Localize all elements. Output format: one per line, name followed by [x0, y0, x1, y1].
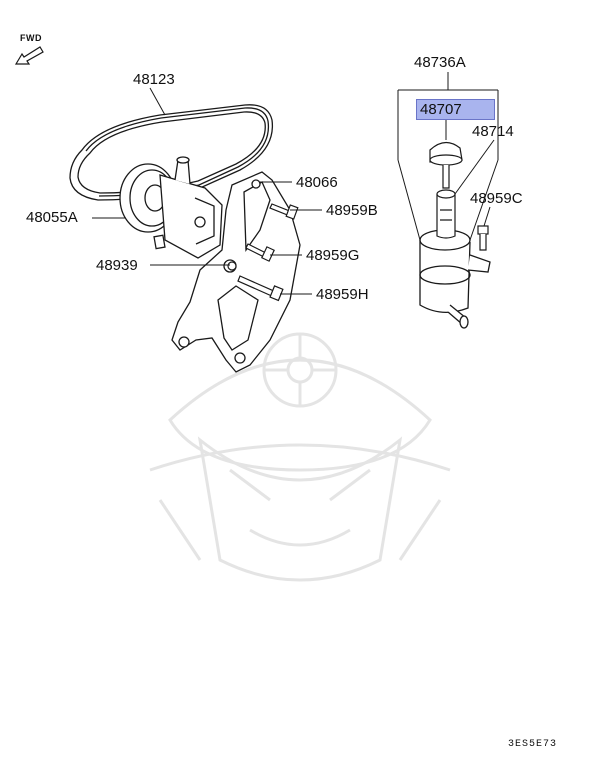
pump-bracket — [171, 171, 301, 373]
bolt-48959G — [245, 243, 275, 262]
part-label-48959B[interactable]: 48959B — [326, 202, 378, 219]
part-label-48959G[interactable]: 48959G — [306, 247, 360, 264]
leader-lines — [92, 72, 499, 295]
bolt-48959C — [477, 225, 489, 251]
cap-48707 — [429, 141, 463, 189]
fwd-arrow-icon — [14, 46, 44, 65]
washer-48939 — [227, 261, 237, 271]
part-label-48055A[interactable]: 48055A — [26, 209, 78, 226]
bolt-48959H — [237, 275, 284, 302]
filter-48714 — [436, 189, 456, 239]
part-label-48714[interactable]: 48714 — [472, 123, 514, 140]
part-label-48959H[interactable]: 48959H — [316, 286, 369, 303]
bolt-48959B — [269, 203, 299, 220]
diagram-code: 3ES5E73 — [508, 739, 558, 750]
part-label-48707-highlighted[interactable]: 48707 — [416, 99, 495, 120]
part-label-48939[interactable]: 48939 — [96, 257, 138, 274]
part-label-48959C[interactable]: 48959C — [470, 190, 523, 207]
reservoir-tank — [419, 229, 491, 329]
part-label-48123[interactable]: 48123 — [133, 71, 175, 88]
part-label-48736A[interactable]: 48736A — [414, 54, 466, 71]
part-label-48066[interactable]: 48066 — [296, 174, 338, 191]
fwd-label: FWD — [20, 33, 42, 43]
power-steering-pump — [119, 156, 223, 259]
watermark-emblem — [149, 332, 451, 582]
